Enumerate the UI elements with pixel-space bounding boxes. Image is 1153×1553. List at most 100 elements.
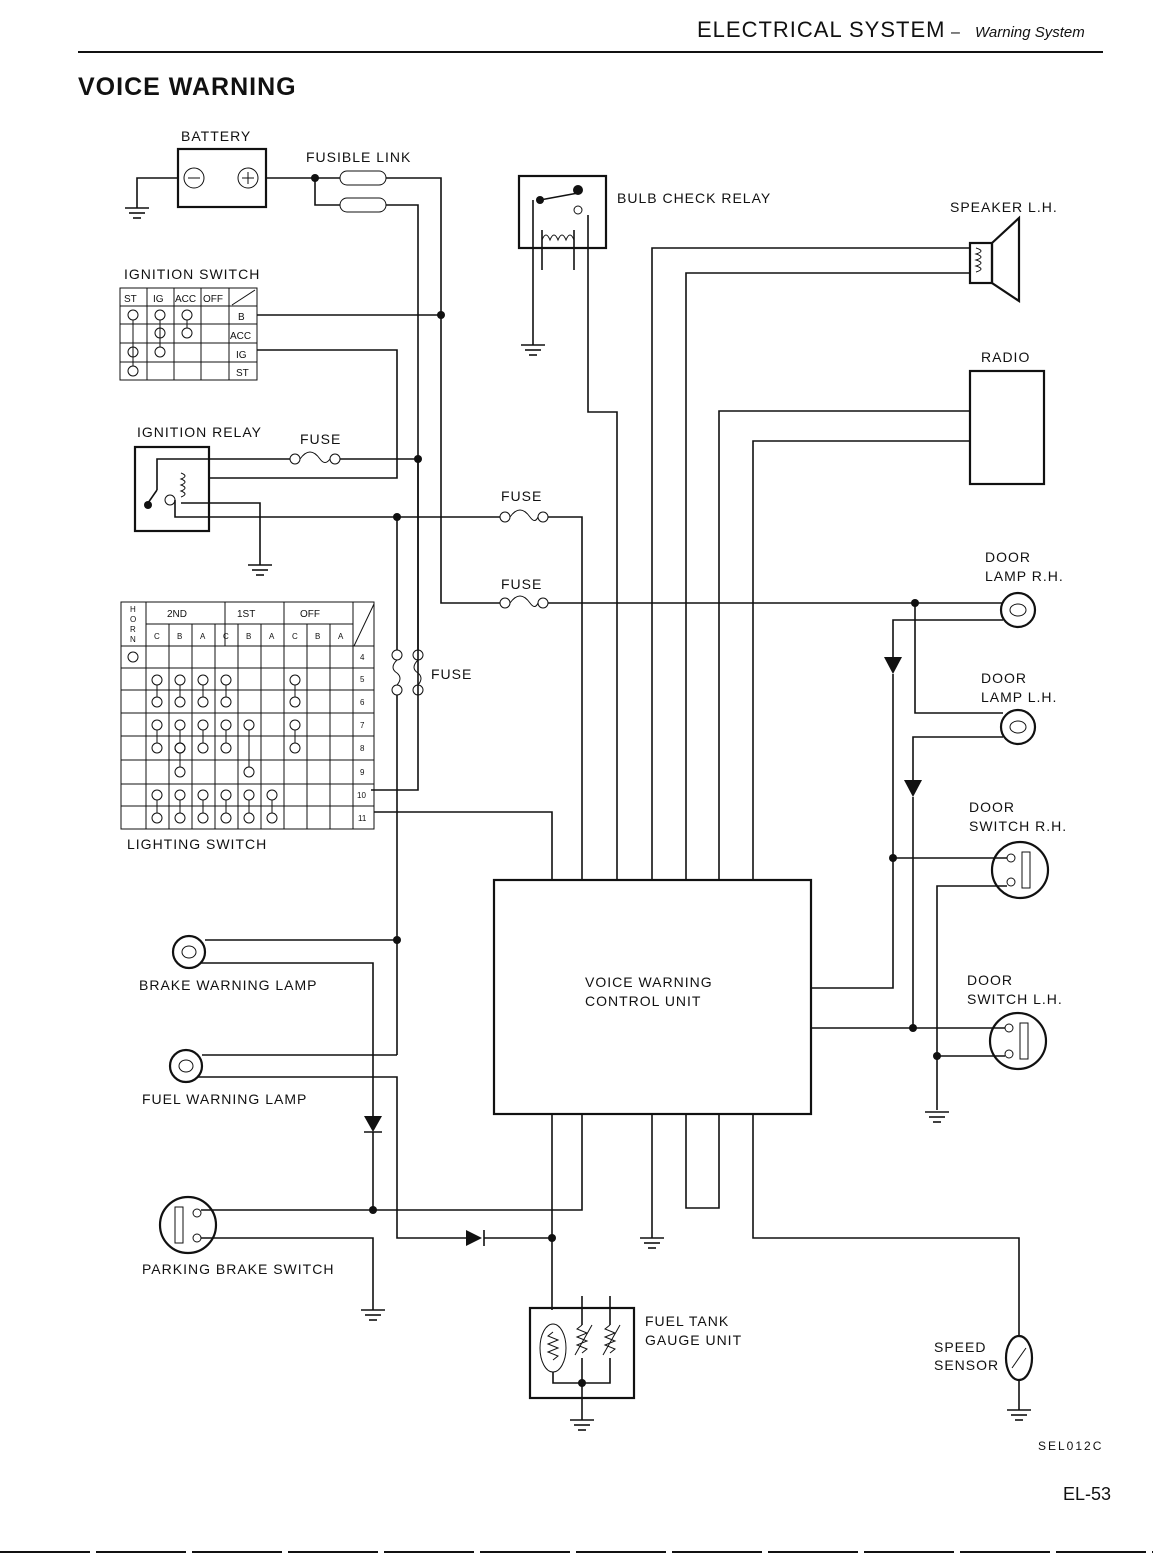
speed-sensor-label-2: SENSOR bbox=[934, 1357, 999, 1373]
fuel-warning-lamp-label: FUEL WARNING LAMP bbox=[142, 1091, 307, 1107]
fuel-tank-gauge-unit: FUEL TANK GAUGE UNIT bbox=[528, 1296, 742, 1431]
switch-contact bbox=[174, 766, 186, 778]
lighting-switch-label: LIGHTING SWITCH bbox=[127, 836, 267, 852]
door-switch-rh: DOOR SWITCH R.H. bbox=[811, 799, 1067, 1110]
ls-col-3: A bbox=[200, 632, 206, 641]
radio: RADIO bbox=[718, 349, 1046, 880]
parking-brake-switch: PARKING BRAKE SWITCH bbox=[142, 1114, 583, 1321]
switch-contact bbox=[151, 812, 163, 824]
door-switch-lh: DOOR SWITCH L.H. bbox=[811, 972, 1062, 1123]
ls-row-7: 7 bbox=[360, 721, 365, 730]
ignition-relay: IGNITION RELAY bbox=[133, 424, 397, 576]
ign-head-off: OFF bbox=[203, 294, 223, 305]
ls-horn-o: O bbox=[130, 615, 136, 624]
fuse-lighting-label: FUSE bbox=[431, 666, 472, 682]
door-lamp-lh-label-1: DOOR bbox=[981, 670, 1027, 686]
ignition-relay-label: IGNITION RELAY bbox=[137, 424, 262, 440]
vwcu-label-1: VOICE WARNING bbox=[585, 974, 713, 990]
header-separator: – bbox=[951, 24, 960, 41]
fuel-tank-label-1: FUEL TANK bbox=[645, 1313, 729, 1329]
switch-contact bbox=[174, 789, 186, 801]
ls-col-7: C bbox=[292, 632, 298, 641]
ls-col-6: A bbox=[269, 632, 275, 641]
switch-contact bbox=[220, 742, 232, 754]
ls-col-8: B bbox=[315, 632, 320, 641]
switch-contact bbox=[151, 719, 163, 731]
switch-contact bbox=[197, 812, 209, 824]
ign-row-st: ST bbox=[236, 368, 249, 379]
fuse-ignition: FUSE bbox=[289, 431, 422, 465]
page-number: EL-53 bbox=[1063, 1484, 1111, 1504]
switch-contact bbox=[243, 812, 255, 824]
ls-row-6: 6 bbox=[360, 698, 365, 707]
lighting-switch: H O R N 2ND 1ST OFF C B A C B A C B A 4 … bbox=[120, 601, 553, 880]
ls-group-off: OFF bbox=[300, 609, 320, 620]
diagram-code: SEL012C bbox=[1038, 1439, 1103, 1453]
ign-head-st: ST bbox=[124, 294, 137, 305]
ls-group-2nd: 2ND bbox=[167, 609, 187, 620]
fuse-door-lamp: FUSE bbox=[499, 576, 1003, 714]
header-subsection: Warning System bbox=[975, 24, 1085, 41]
diode-door-rh bbox=[884, 657, 902, 674]
switch-contact bbox=[220, 812, 232, 824]
battery-label: BATTERY bbox=[181, 128, 251, 144]
switch-contact bbox=[174, 719, 186, 731]
ls-col-2: B bbox=[177, 632, 182, 641]
switch-contact bbox=[220, 719, 232, 731]
fusible-link: FUSIBLE LINK bbox=[266, 149, 500, 791]
ignition-switch-label: IGNITION SWITCH bbox=[124, 266, 260, 282]
bulb-check-relay-label: BULB CHECK RELAY bbox=[617, 190, 771, 206]
fuse-door-lamp-label: FUSE bbox=[501, 576, 542, 592]
door-lamp-rh-label-2: LAMP R.H. bbox=[985, 568, 1064, 584]
fuse-ignition-label: FUSE bbox=[300, 431, 341, 447]
switch-contact bbox=[197, 696, 209, 708]
header-section: ELECTRICAL SYSTEM bbox=[697, 17, 945, 42]
ls-horn-h: H bbox=[130, 605, 136, 614]
fusible-link-label: FUSIBLE LINK bbox=[306, 149, 411, 165]
switch-contact bbox=[220, 696, 232, 708]
ls-horn-r: R bbox=[130, 625, 136, 634]
battery: BATTERY bbox=[125, 128, 268, 219]
diode-fuel bbox=[466, 1230, 482, 1246]
ls-row-10: 10 bbox=[357, 791, 366, 800]
ls-col-1: C bbox=[154, 632, 160, 641]
switch-contact bbox=[197, 742, 209, 754]
switch-contact bbox=[220, 674, 232, 686]
switch-contact bbox=[289, 719, 301, 731]
speed-sensor: SPEED SENSOR bbox=[934, 1334, 1034, 1421]
door-lamp-lh: DOOR LAMP L.H. bbox=[904, 670, 1057, 1028]
door-switch-rh-label-1: DOOR bbox=[969, 799, 1015, 815]
ign-row-acc: ACC bbox=[230, 331, 251, 342]
speaker-lh-label: SPEAKER L.H. bbox=[950, 199, 1058, 215]
diode-door-lh bbox=[904, 780, 922, 797]
switch-contact bbox=[151, 674, 163, 686]
switch-contact bbox=[243, 766, 255, 778]
switch-contact bbox=[174, 674, 186, 686]
switch-contact bbox=[197, 719, 209, 731]
door-switch-lh-label-1: DOOR bbox=[967, 972, 1013, 988]
door-lamp-rh-label-1: DOOR bbox=[985, 549, 1031, 565]
door-lamp-rh: DOOR LAMP R.H. bbox=[884, 549, 1064, 858]
speaker-lh: SPEAKER L.H. bbox=[651, 199, 1058, 880]
fuel-tank-label-2: GAUGE UNIT bbox=[645, 1332, 742, 1348]
ls-col-5: B bbox=[246, 632, 251, 641]
ls-row-11: 11 bbox=[358, 814, 367, 823]
vwcu-label-2: CONTROL UNIT bbox=[585, 993, 701, 1009]
diode-brake bbox=[364, 1116, 382, 1132]
speed-sensor-label-1: SPEED bbox=[934, 1339, 986, 1355]
ls-horn-n: N bbox=[130, 635, 136, 644]
ls-row-9: 9 bbox=[360, 768, 365, 777]
page-title: VOICE WARNING bbox=[78, 73, 297, 101]
fuse-lighting: FUSE bbox=[391, 459, 472, 1055]
ls-col-4: C bbox=[223, 632, 229, 641]
switch-contact bbox=[266, 812, 278, 824]
switch-contact bbox=[289, 674, 301, 686]
door-switch-rh-label-2: SWITCH R.H. bbox=[969, 818, 1067, 834]
ign-row-b: B bbox=[238, 312, 245, 323]
door-lamp-lh-label-2: LAMP L.H. bbox=[981, 689, 1057, 705]
fuel-warning-lamp: FUEL WARNING LAMP bbox=[142, 1048, 466, 1239]
radio-label: RADIO bbox=[981, 349, 1030, 365]
ign-head-ig: IG bbox=[153, 294, 164, 305]
parking-brake-switch-label: PARKING BRAKE SWITCH bbox=[142, 1261, 334, 1277]
